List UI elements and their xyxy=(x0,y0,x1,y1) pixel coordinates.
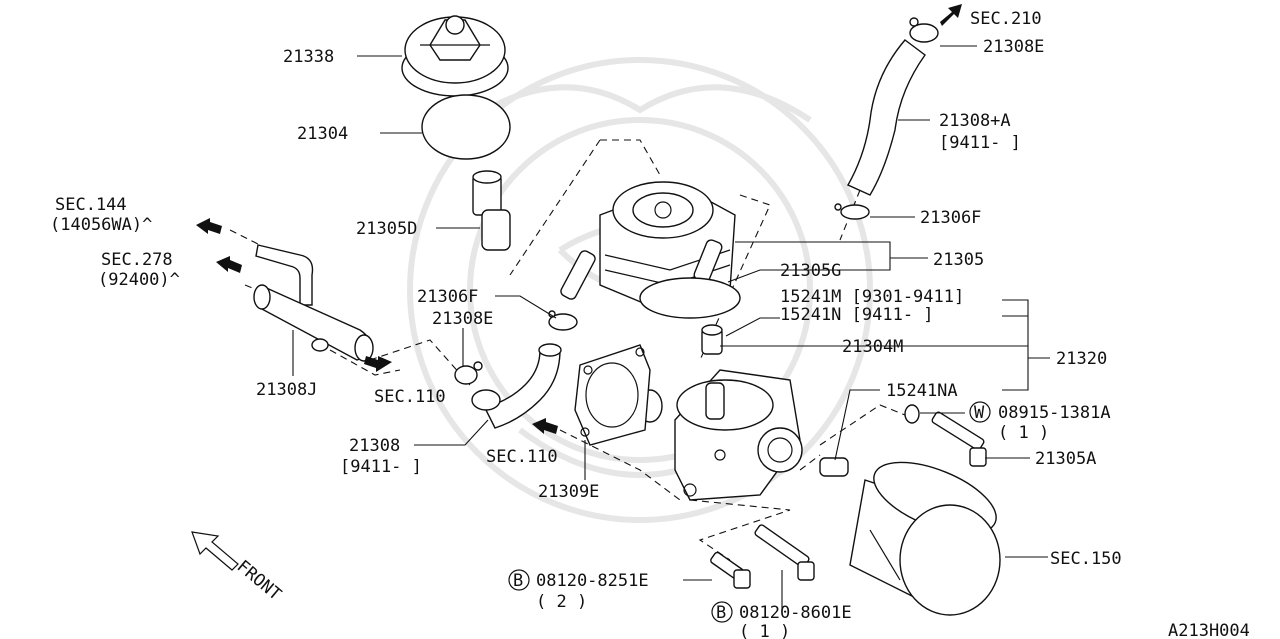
connector-21305D[interactable] xyxy=(472,170,511,251)
sec144-sub: (14056WA)^ xyxy=(50,215,152,235)
bolt-marker-icon-a: B xyxy=(508,569,530,591)
label-21309E[interactable]: 21309E xyxy=(538,482,599,502)
svg-text:B: B xyxy=(513,571,523,591)
washer-08915[interactable] xyxy=(904,404,920,424)
label-21308[interactable]: 21308 xyxy=(349,436,400,456)
label-21308J[interactable]: 21308J xyxy=(256,380,317,400)
sec150-link[interactable]: SEC.150 xyxy=(1050,549,1122,569)
arrow-sec278 xyxy=(216,256,242,273)
sec278-sub: (92400)^ xyxy=(98,270,180,290)
label-21308A-range: [9411- ] xyxy=(939,133,1021,153)
sec110-link-b[interactable]: SEC.110 xyxy=(486,447,558,467)
label-08915[interactable]: 08915-1381A xyxy=(998,403,1111,423)
label-08120-8251E-qty: ( 2 ) xyxy=(536,592,587,612)
label-21320[interactable]: 21320 xyxy=(1056,349,1107,369)
bolt-08120-8251E[interactable] xyxy=(710,551,751,589)
label-15241NA[interactable]: 15241NA xyxy=(886,381,958,401)
leader-lines xyxy=(292,45,1050,610)
label-21304[interactable]: 21304 xyxy=(297,124,348,144)
clamp-21308E-top[interactable] xyxy=(909,17,939,43)
filter-bracket-21320[interactable] xyxy=(674,369,803,501)
label-21305D[interactable]: 21305D xyxy=(356,219,417,239)
label-21306F-left[interactable]: 21306F xyxy=(417,287,478,307)
sec110-link-a[interactable]: SEC.110 xyxy=(374,387,446,407)
label-21308-range: [9411- ] xyxy=(340,457,422,477)
label-21305A[interactable]: 21305A xyxy=(1035,449,1096,469)
washer-marker-icon: W xyxy=(969,401,991,423)
hose-21308A[interactable] xyxy=(847,39,926,196)
bolt-08120-8601E[interactable] xyxy=(754,524,815,581)
gasket-21305G[interactable] xyxy=(639,277,741,319)
label-21338[interactable]: 21338 xyxy=(283,47,334,67)
label-08915-qty: ( 1 ) xyxy=(998,423,1049,443)
sec144-link[interactable]: SEC.144 xyxy=(55,195,127,215)
oil-filter-sec150[interactable] xyxy=(849,448,1006,616)
svg-text:B: B xyxy=(716,603,726,623)
label-08120-8251E[interactable]: 08120-8251E xyxy=(536,571,649,591)
label-15241N[interactable]: 15241N [9411- ] xyxy=(780,305,934,325)
label-21308E-left[interactable]: 21308E xyxy=(432,309,493,329)
sleeve-15241M[interactable] xyxy=(701,324,723,355)
label-15241M[interactable]: 15241M [9301-9411] xyxy=(780,287,964,307)
label-21306F-right[interactable]: 21306F xyxy=(920,208,981,228)
sec278-link[interactable]: SEC.278 xyxy=(101,250,173,270)
o-ring-21304[interactable] xyxy=(421,94,511,160)
clamp-21306F-right[interactable] xyxy=(834,203,870,220)
clamp-21308E-left[interactable] xyxy=(454,361,483,385)
pipe-21308J[interactable] xyxy=(253,244,374,362)
bolt-21305A[interactable] xyxy=(931,411,987,467)
label-21308A[interactable]: 21308+A xyxy=(939,111,1011,131)
front-arrow-icon xyxy=(191,531,239,571)
label-08120-8601E[interactable]: 08120-8601E xyxy=(739,603,852,623)
plug-15241NA[interactable] xyxy=(819,457,849,477)
diagram-code: A213H004 xyxy=(1168,621,1250,639)
label-21305G[interactable]: 21305G xyxy=(780,261,841,281)
label-08120-8601E-qty: ( 1 ) xyxy=(739,622,790,639)
label-21305[interactable]: 21305 xyxy=(933,250,984,270)
svg-text:W: W xyxy=(974,403,985,423)
cap-21338[interactable] xyxy=(401,15,509,97)
arrow-sec110-b xyxy=(532,418,558,434)
clamp-21306F-left[interactable] xyxy=(548,310,578,331)
front-label: FRONT xyxy=(233,557,285,605)
label-21308E-top[interactable]: 21308E xyxy=(983,37,1044,57)
label-21304M[interactable]: 21304M xyxy=(842,337,903,357)
arrow-sec144 xyxy=(196,218,222,234)
sec210-link[interactable]: SEC.210 xyxy=(970,9,1042,29)
hose-21308[interactable] xyxy=(471,343,562,429)
bolt-marker-icon-b: B xyxy=(711,601,733,623)
arrow-sec210 xyxy=(940,4,962,26)
arrow-sec110-a xyxy=(364,356,392,372)
gasket-21309E[interactable] xyxy=(574,344,651,446)
